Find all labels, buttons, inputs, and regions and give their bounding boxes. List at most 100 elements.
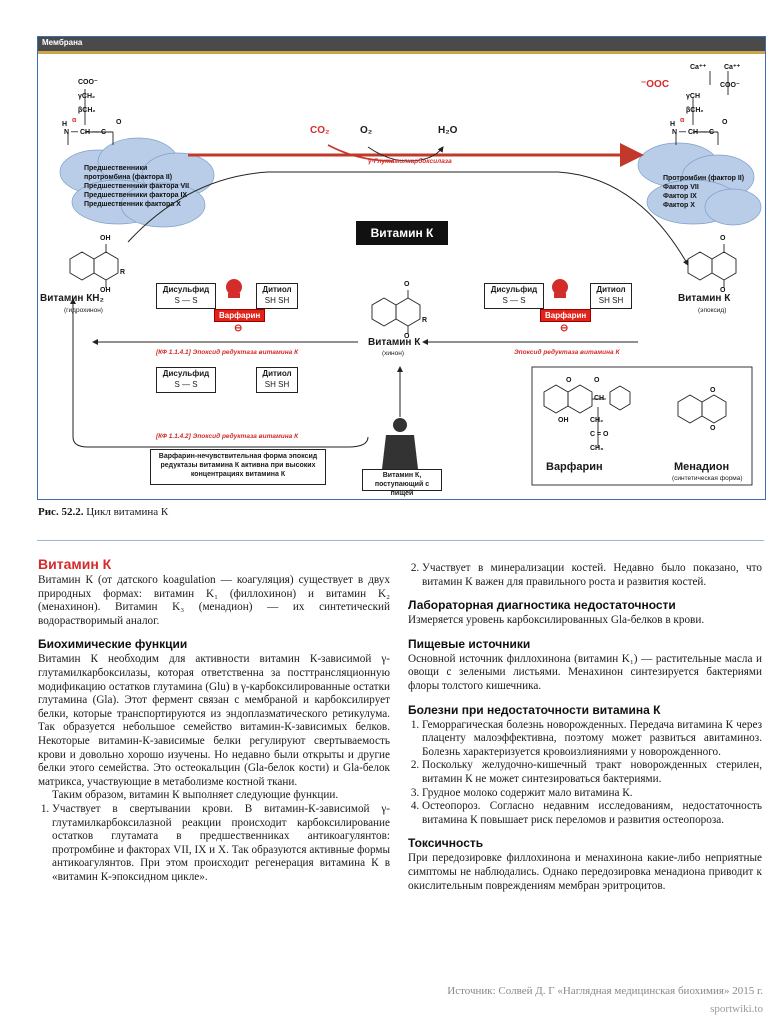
- disulfide-box-left: Дисульфид S — S: [156, 283, 216, 309]
- caption-label: Рис. 52.2.: [38, 506, 84, 518]
- left-cloud-line-3: Предшественники фактора VII: [84, 183, 190, 190]
- left-struct-h: H: [62, 121, 68, 128]
- dithiol-box-bottom: Дитиол SH SH: [256, 367, 298, 393]
- toxicity-paragraph: При передозировке филлохинона и менахино…: [408, 852, 762, 892]
- left-cloud-line-5: Предшественник фактора X: [84, 201, 181, 208]
- functions-intro: Таким образом, витамин К выполняет следу…: [52, 789, 339, 802]
- disease-item-3: Грудное молоко содержит мало витамина К.: [422, 787, 762, 801]
- ss-label: S — S: [502, 296, 526, 305]
- right-struct-coo: COO⁻: [720, 82, 740, 89]
- kh2-r: R: [120, 269, 126, 276]
- membrane-label: Мембрана: [42, 38, 83, 47]
- right-struct-h: H: [670, 121, 676, 128]
- epoxide-ring: [687, 244, 737, 288]
- right-cloud-line-3: Фактор IX: [663, 193, 697, 200]
- site-watermark: sportwiki.to: [710, 1003, 763, 1015]
- right-struct-alpha: α: [680, 117, 685, 124]
- h2o-label: H₂O: [438, 125, 458, 136]
- lab-paragraph: Измеряется уровень карбоксилированных Gl…: [408, 614, 705, 627]
- shsh-label: SH SH: [598, 296, 624, 305]
- caption-text: Цикл витамина К: [86, 506, 169, 518]
- right-column: Участвует в минерализации костей. Недавн…: [408, 562, 762, 893]
- dithiol-label: Дитиол: [262, 369, 292, 378]
- epoxide-title: Витамин К: [678, 293, 731, 304]
- ss-label: S — S: [174, 380, 198, 389]
- disulfide-label: Дисульфид: [490, 285, 538, 294]
- inhibit-icon-right: ⊖: [560, 323, 569, 334]
- heading-lab: Лабораторная диагностика недостаточности: [408, 598, 676, 613]
- divider: [37, 540, 764, 541]
- shsh-label: SH SH: [264, 296, 290, 305]
- disulfide-box-right: Дисульфид S — S: [484, 283, 544, 309]
- co2-label: CO₂: [310, 125, 330, 136]
- left-cloud: [59, 137, 215, 228]
- carboxylase-label: γ-Глутамилкарбоксилаза: [368, 158, 452, 165]
- biochem-paragraph: Витамин К необходим для активности витам…: [38, 653, 390, 788]
- skull-icon-left: [226, 279, 242, 298]
- function-item-2: Участвует в минерализации костей. Недавн…: [422, 562, 762, 589]
- warf-atom-o1: O: [566, 377, 572, 384]
- function-item-1: Участвует в свертывании крови. В витамин…: [52, 803, 390, 885]
- right-cloud-line-4: Фактор X: [663, 202, 695, 209]
- right-struct-gamma: γCH: [686, 93, 701, 100]
- warfarin-struct: [543, 384, 631, 447]
- person-eating-icon: [382, 418, 418, 469]
- menadione-label: Менадион: [674, 461, 730, 473]
- disease-item-4: Остеопороз. Согласно недавним исследован…: [422, 800, 762, 827]
- quinone-r: R: [422, 317, 428, 324]
- warfarin-badge-right: Варфарин: [540, 309, 592, 322]
- intro-paragraph: Витамин К (от датского koagulation — коа…: [38, 574, 390, 627]
- warf-atom-oh: OH: [558, 417, 569, 424]
- heading-diseases: Болезни при недостаточности витамина К: [408, 702, 661, 717]
- disulfide-label: Дисульфид: [162, 285, 210, 294]
- food-paragraph: Основной источник филлохинона (витамин K…: [408, 652, 762, 692]
- enzyme-label-right: Эпоксид редуктаза витамина К: [514, 349, 620, 356]
- warfarin-badge-left: Варфарин: [214, 309, 266, 322]
- menadione-sub: (синтетическая форма): [672, 475, 743, 482]
- dithiol-box-right: Дитиол SH SH: [590, 283, 632, 309]
- warfarin-insensitive-note: Варфарин-нечувствительная форма эпоксид …: [150, 449, 326, 485]
- kh2-oh-bottom: OH: [100, 287, 111, 294]
- right-cloud: [637, 142, 762, 226]
- left-column: Витамин К Витамин К (от датского koagula…: [38, 556, 390, 884]
- vitamin-k-cycle-figure: Мембрана: [37, 36, 766, 500]
- epoxide-sub: (эпоксид): [698, 307, 727, 314]
- right-cloud-line-2: Фактор VII: [663, 184, 699, 191]
- menadione-struct: [677, 394, 727, 424]
- heading-biochem: Биохимические функции: [38, 637, 188, 652]
- dithiol-label: Дитиол: [262, 285, 292, 294]
- dithiol-label: Дитиол: [596, 285, 626, 294]
- warf-atom-o2: O: [594, 377, 600, 384]
- right-struct-ca2: Ca⁺⁺: [724, 64, 741, 71]
- quinone-o-bottom: O: [404, 333, 410, 340]
- section-title: Витамин К: [38, 556, 112, 572]
- kh2-title: Витамин КH₂: [40, 293, 104, 304]
- shsh-label: SH SH: [264, 380, 290, 389]
- quinone-ring: [371, 290, 421, 334]
- heading-toxicity: Токсичность: [408, 836, 484, 851]
- source-citation: Источник: Солвей Д. Г «Наглядная медицин…: [447, 985, 763, 997]
- warf-atom-ch3: CH₃: [590, 445, 604, 452]
- left-struct-coo: COO⁻: [78, 79, 98, 86]
- menadione-o-bottom: O: [710, 425, 716, 432]
- left-cloud-line-2: протромбина (фактора II): [84, 174, 173, 181]
- enzyme-label-left: [КФ 1.1.4.1] Эпоксид редуктаза витамина …: [156, 349, 299, 356]
- kh2-sub: (гидрохинон): [64, 307, 103, 314]
- cycle-diagram-svg: [59, 71, 762, 486]
- left-cloud-line-1: Предшественники: [84, 165, 148, 172]
- dietary-vitamin-k-box: Витамин К, поступающий с пищей: [362, 469, 442, 497]
- menadione-o-top: O: [710, 387, 716, 394]
- right-struct-ooc: ⁻OOC: [641, 79, 670, 90]
- disease-item-2: Поскольку желудочно-кишечный тракт новор…: [422, 759, 762, 786]
- right-cloud-line-1: Протромбин (фактор II): [663, 175, 745, 182]
- quinone-title: Витамин К: [368, 337, 421, 348]
- warfarin-struct-label: Варфарин: [546, 461, 603, 473]
- right-struct-beta: βCH₂: [686, 107, 704, 114]
- skull-icon-right: [552, 279, 568, 298]
- ss-label: S — S: [174, 296, 198, 305]
- left-struct-o: O: [116, 119, 122, 126]
- heading-food: Пищевые источники: [408, 636, 531, 651]
- left-cloud-line-4: Предшественники фактора IX: [84, 192, 188, 199]
- warf-atom-ch: CH: [594, 395, 605, 402]
